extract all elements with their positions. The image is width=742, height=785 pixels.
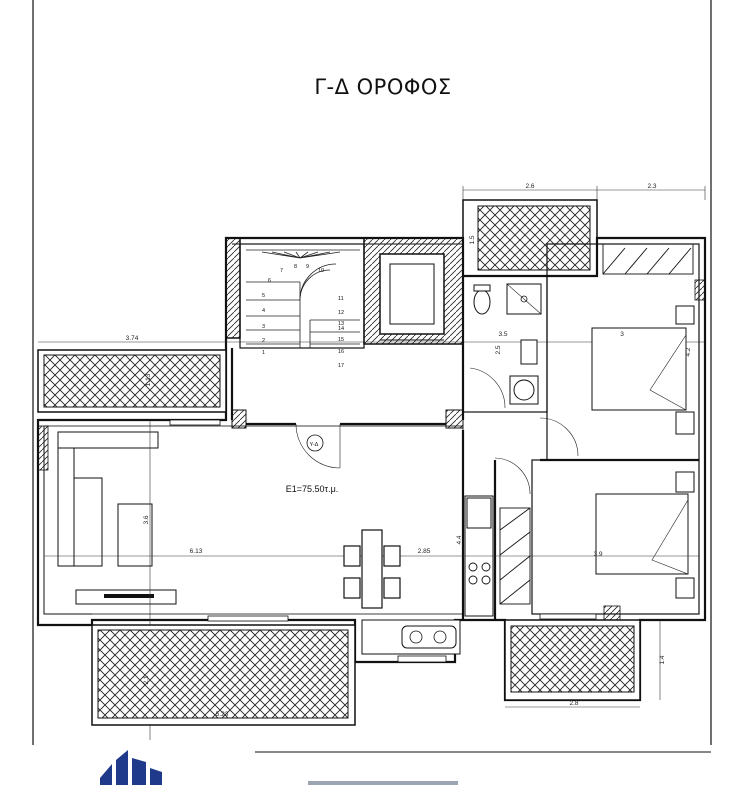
stair-label-circle (306, 434, 324, 452)
footer-text-cropped (308, 781, 458, 785)
stair-step-15: 15 (338, 337, 344, 343)
dim-dining-width: 2.85 (418, 548, 431, 555)
bed-1-icon (591, 327, 687, 411)
bed-2-icon (595, 493, 689, 575)
stair-step-10: 10 (318, 268, 324, 274)
dim-bedroom1-width: 3 (620, 331, 624, 338)
living-area-label: Ε1=75.50τ.μ. (286, 484, 339, 494)
sink-bowl-left (409, 630, 423, 644)
column-living-left (37, 425, 49, 471)
column-landing-right (445, 409, 464, 429)
stair-step-16: 16 (338, 349, 344, 355)
washbasin-icon (520, 339, 538, 365)
floor-title: Γ-Δ ΟΡΟΦΟΣ (314, 75, 451, 99)
sofa-icon (57, 431, 159, 567)
shower-drain-icon (520, 295, 528, 303)
nightstand-2a (675, 471, 695, 493)
balcony-left-hatch (43, 354, 221, 408)
dim-left-width: 3.74 (126, 335, 139, 342)
balcony-bottom-left-hatch (97, 629, 349, 719)
dim-living-height: 3.6 (143, 515, 150, 524)
tv-icon (104, 594, 154, 598)
nightstand-2b (675, 577, 695, 599)
stair-step-9: 9 (306, 264, 309, 270)
dining-table-icon (343, 529, 401, 609)
stair-shaft-wall-left (225, 237, 241, 339)
dim-bath-width: 3.5 (498, 331, 507, 338)
bedroom-2-door-swing (494, 457, 531, 495)
living-room (43, 425, 464, 615)
window-living-top (169, 419, 221, 426)
nightstand-1b (675, 411, 695, 435)
window-living-bottom (207, 615, 289, 622)
dim-corridor-height: 4.4 (456, 535, 463, 544)
fridge-icon (466, 497, 492, 529)
dim-living-width: 6.13 (190, 548, 203, 555)
dim-left-height: 1.13 (145, 373, 152, 386)
dim-balcony-bottom-left-height: 2.1 (143, 675, 150, 684)
dim-balcony-bottom-right-width: 2.8 (569, 700, 578, 707)
column-bedroom2-corner (603, 605, 621, 621)
stair-step-3: 3 (262, 324, 265, 330)
stair-step-1: 1 (262, 350, 265, 356)
stair-treads (246, 249, 360, 348)
toilet-icon (473, 289, 491, 315)
wardrobe-1 (602, 243, 694, 275)
window-kitchen-bottom (397, 655, 447, 663)
stair-step-17: 17 (338, 363, 344, 369)
entrance-door-swing (295, 423, 341, 469)
nightstand-1a (675, 305, 695, 325)
stair-step-11: 11 (338, 296, 344, 302)
stair-step-6: 6 (268, 278, 271, 284)
toilet-tank-icon (473, 284, 491, 292)
elevator-cab (379, 253, 445, 335)
dim-top-right: 2.3 (647, 183, 656, 190)
cooktop-icon (468, 562, 491, 585)
bathroom-door-swing (469, 367, 506, 409)
balcony-top-hatch (477, 205, 591, 271)
washing-machine-icon (513, 379, 535, 401)
stair-step-8: 8 (294, 264, 297, 270)
dim-bedroom2-width: 3.9 (593, 551, 602, 558)
stair-step-7: 7 (280, 268, 283, 274)
dim-balcony-bottom-right-height: 1.4 (659, 655, 666, 664)
washing-machine-frame (509, 375, 539, 405)
stair-step-5: 5 (262, 293, 265, 299)
dim-balcony-top-side: 1.5 (469, 235, 476, 244)
shower-cross-icon (506, 283, 542, 315)
dim-top-left: 2.6 (525, 183, 534, 190)
bed-1-blanket (649, 333, 687, 411)
elevator-car (389, 263, 435, 325)
column-bedroom-right (694, 279, 706, 301)
sink-bowl-right (433, 630, 447, 644)
bedroom-1-door-swing (539, 417, 579, 457)
balcony-bottom-right-hatch (510, 625, 635, 693)
stair-label: Υ-Δ (310, 442, 319, 448)
stair-step-2: 2 (262, 338, 265, 344)
window-bedroom2-bottom (539, 613, 597, 620)
stair-step-14: 14 (338, 326, 344, 332)
column-landing-left (231, 409, 247, 429)
dim-room-height-a: 2.5 (495, 345, 502, 354)
bed-2-blanket (651, 498, 689, 575)
stair-step-13: 13 (338, 321, 344, 327)
stair-step-12: 12 (338, 310, 344, 316)
dim-balcony-bottom-left-width: 5.23 (216, 711, 229, 718)
company-logo (100, 750, 162, 785)
dim-bedroom1-height: 4.2 (685, 347, 692, 356)
stair-step-4: 4 (262, 308, 265, 314)
